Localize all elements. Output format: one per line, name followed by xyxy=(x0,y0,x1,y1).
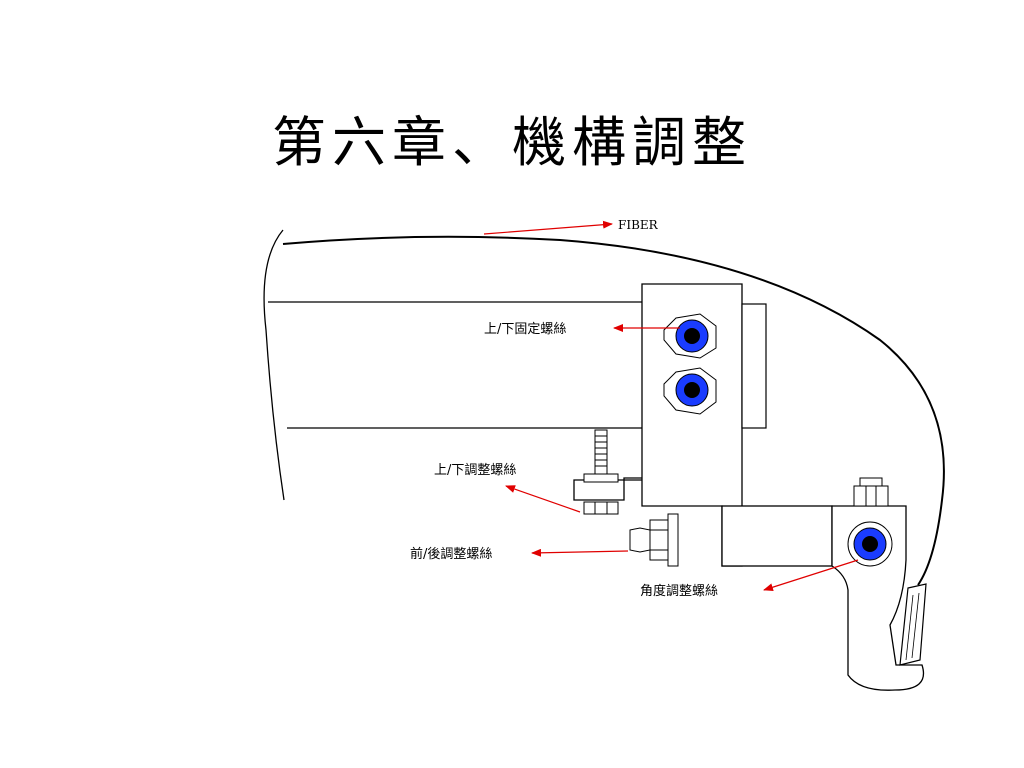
fiber-holder xyxy=(899,583,927,666)
angle-screw xyxy=(847,521,893,567)
frontback-arrow xyxy=(531,548,629,557)
label-fiber: FIBER xyxy=(618,218,659,232)
angle-arrow xyxy=(763,559,859,592)
updown-adjust-arrow xyxy=(505,485,581,513)
label-frontback-adjust-screw: 前/後調整螺絲 xyxy=(410,546,492,562)
left-housing-curve xyxy=(263,229,285,501)
fix-screw-top xyxy=(663,313,717,359)
page-title: 第六章、機構調整 xyxy=(272,111,752,174)
fiber-arrow xyxy=(483,220,613,235)
updown-threaded-rod xyxy=(583,429,619,515)
frontback-screw xyxy=(629,513,679,567)
label-angle-adjust-screw: 角度調整螺絲 xyxy=(640,583,718,599)
label-updown-fix-screw: 上/下固定螺絲 xyxy=(484,322,566,337)
angle-block-left xyxy=(721,505,833,567)
label-updown-adjust-screw: 上/下調整螺絲 xyxy=(434,463,516,478)
angle-top-bolt xyxy=(853,477,889,507)
fix-screw-bottom xyxy=(663,367,717,415)
fiber-line xyxy=(282,235,945,586)
bracket-side-plate xyxy=(741,303,767,429)
